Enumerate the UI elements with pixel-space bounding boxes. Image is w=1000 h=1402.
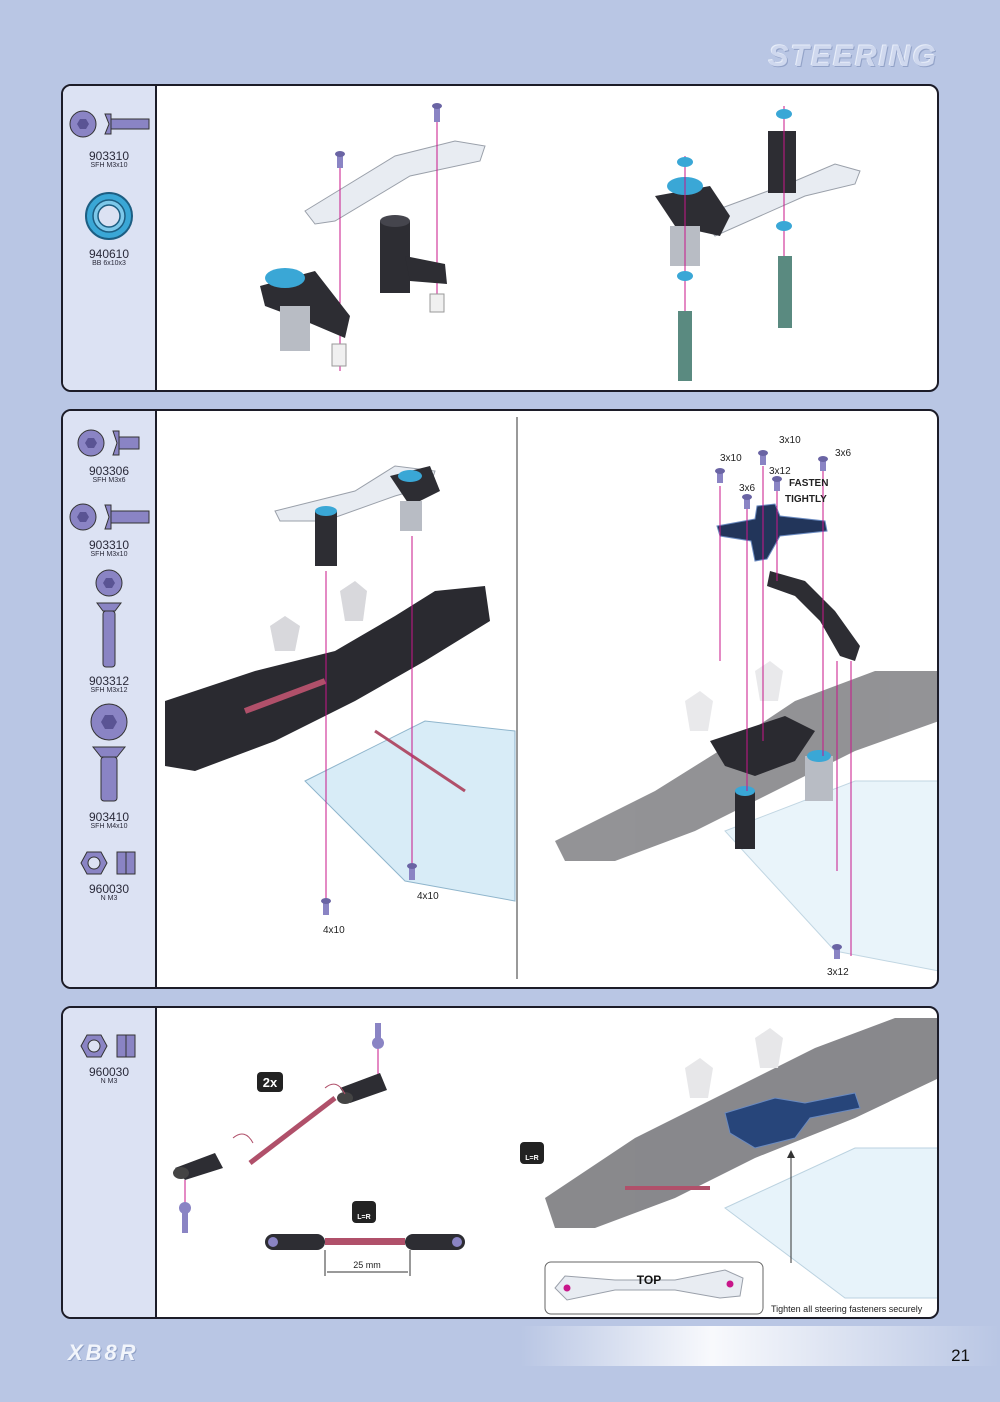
parts-column: 960030 N M3 [63,1008,157,1317]
step-1-illustration [260,103,861,381]
steering-bridge [274,465,440,566]
l-equals-r-badge: L=R [520,1142,544,1164]
part-903306: 903306 SFH M3x6 [63,425,155,485]
svg-text:4x10: 4x10 [323,925,345,936]
screw-icon [432,103,442,122]
screw-icon [818,456,828,471]
svg-text:TOP: TOP [637,1273,661,1287]
bearing-icon [776,109,792,119]
footer-swoosh [520,1326,1000,1366]
screw-icon [758,450,768,465]
quantity-badge: 2x [257,1072,283,1092]
steering-bridge-plate [304,140,486,225]
countersunk-screw-icon [69,503,150,531]
step-1-panel: 903310 SFH M3x10 940610 BB 6x10x3 [61,84,939,392]
footer-logo: XB8R [68,1340,139,1365]
screw-icon [772,476,782,491]
step-3-panel: 960030 N M3 2x L=R [61,1006,939,1319]
steering-crank [260,268,350,351]
ball-stud-icon [372,1023,384,1049]
l-equals-r-badge: L=R [352,1201,376,1223]
part-903310: 903310 SFH M3x10 [63,499,155,559]
assembled-chassis [545,1018,937,1299]
page-title: STEERING [768,40,938,73]
svg-text:3x6: 3x6 [835,448,852,459]
step-3-illustration: 2x L=R L=R [173,1018,937,1315]
svg-text:3x10: 3x10 [720,453,742,464]
steering-post [380,215,447,293]
step-2-illustration: 4x10 4x10 [165,417,937,979]
step-2-panel: 903306 SFH M3x6 903310 SFH M3x10 903312 … [61,409,939,989]
svg-text:4x10: 4x10 [417,891,439,902]
carbon-top-plate [724,1092,861,1149]
parts-column: 903306 SFH M3x6 903310 SFH M3x10 903312 … [63,411,157,987]
steering-assembly [710,716,833,849]
carbon-top-plate [716,503,828,562]
bearing-icon [677,271,693,281]
screw-icon [407,863,417,880]
part-903312: 903312 SFH M3x12 [63,567,155,695]
svg-text:L=R: L=R [357,1214,370,1221]
bearing-icon [776,221,792,231]
turnbuckle-exploded [173,1073,387,1180]
bearing-icon [677,157,693,167]
part-903310: 903310 SFH M3x10 [63,106,155,170]
note-text: Tighten all steering fasteners securely [771,1304,923,1314]
screw-icon [832,944,842,959]
screw-icon [335,151,345,168]
svg-text:3x10: 3x10 [779,435,801,446]
steering-brace [767,571,860,661]
top-callout: TOP [544,1261,764,1315]
ball-bearing-icon [85,192,133,240]
countersunk-screw-icon [95,569,123,668]
part-960030: 960030 N M3 [63,847,155,903]
part-960030: 960030 N M3 [63,1030,155,1086]
ball-stud-icon [179,1202,191,1233]
countersunk-screw-icon [77,429,140,457]
svg-text:FASTEN: FASTEN [789,478,828,489]
svg-text:2x: 2x [263,1075,278,1090]
svg-text:3x6: 3x6 [739,483,756,494]
chassis-plate [304,720,516,902]
assembled-steering [655,131,861,381]
page-number: 21 [951,1346,970,1365]
screw-icon [742,494,752,509]
length-label: 25 mm [353,1260,381,1270]
svg-text:TIGHTLY: TIGHTLY [785,494,827,505]
countersunk-screw-icon [69,110,150,138]
parts-column: 903310 SFH M3x10 940610 BB 6x10x3 [63,86,157,390]
screw-icon [715,468,725,483]
turnbuckle-assembled [265,1234,465,1250]
part-903410: 903410 SFH M4x10 [63,703,155,831]
svg-text:3x12: 3x12 [769,466,791,477]
countersunk-screw-icon [90,703,128,802]
part-940610: 940610 BB 6x10x3 [63,192,155,268]
hex-nut-icon [80,1034,136,1058]
screw-icon [321,898,331,915]
svg-text:3x12: 3x12 [827,967,849,978]
hex-nut-icon [80,851,136,875]
front-suspension [165,581,490,793]
svg-text:L=R: L=R [525,1155,538,1162]
